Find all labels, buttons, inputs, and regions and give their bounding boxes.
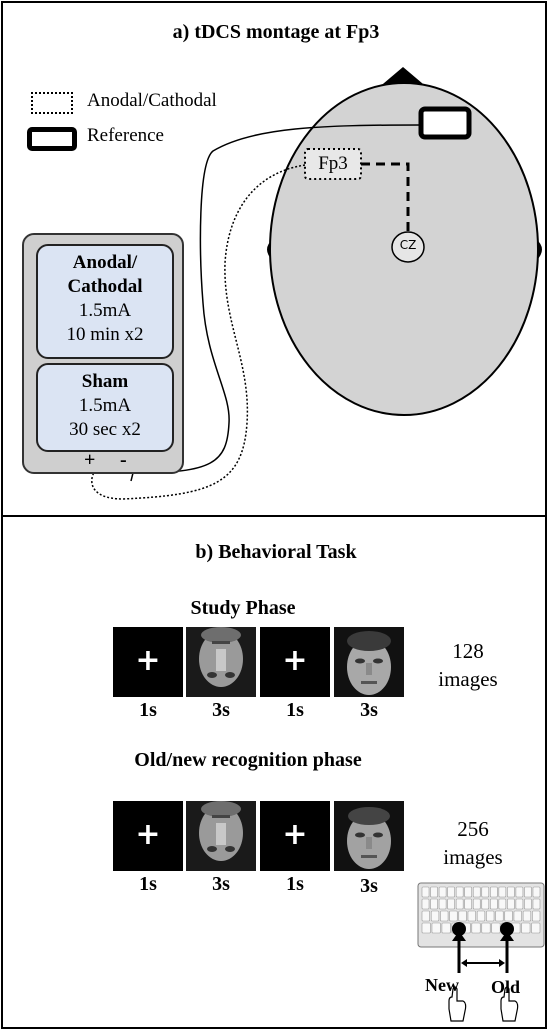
keyboard-response-diagram xyxy=(417,882,545,1022)
upright-face-icon xyxy=(334,627,404,697)
fixation-cross-icon: + xyxy=(135,642,161,678)
sham-current: 1.5mA xyxy=(78,395,132,416)
recognition-image-count: 256 images xyxy=(428,815,518,871)
panel-a-title: a) tDCS montage at Fp3 xyxy=(172,21,380,43)
panel-b-title: b) Behavioral Task xyxy=(195,541,357,563)
study-duration-2: 3s xyxy=(212,699,230,721)
panel-tdcs-montage: a) tDCS montage at Fp3 Anodal/Cathodal R… xyxy=(1,1,547,517)
recognition-duration-1: 1s xyxy=(139,873,157,895)
active-cable xyxy=(91,164,306,500)
study-duration-3: 1s xyxy=(286,699,304,721)
hand-pointer-icon xyxy=(448,986,467,1022)
response-old-label: Old xyxy=(491,977,521,997)
legend-reference-label: Reference xyxy=(87,125,164,146)
minus-terminal: - xyxy=(120,449,127,471)
fixation-cross-icon: + xyxy=(282,816,308,852)
reference-electrode xyxy=(418,106,472,140)
stimulator-device: Anodal/ Cathodal 1.5mA 10 min x2 Sham 1.… xyxy=(22,233,184,474)
study-duration-1: 1s xyxy=(139,699,157,721)
study-fixation-2: + xyxy=(260,627,330,697)
recognition-fixation-1: + xyxy=(113,801,183,871)
inverted-face-icon xyxy=(186,627,256,697)
new-key-marker xyxy=(452,922,466,936)
reference-cable xyxy=(130,124,422,482)
active-title-line1: Anodal/ xyxy=(72,252,138,273)
response-new-label: New xyxy=(425,975,459,995)
recognition-duration-4: 3s xyxy=(360,875,378,897)
active-stimulation-card: Anodal/ Cathodal 1.5mA 10 min x2 xyxy=(36,244,174,359)
study-count-value: 128 xyxy=(452,639,484,663)
legend-anodal-cathodal-label: Anodal/Cathodal xyxy=(87,90,217,111)
recognition-face-inverted xyxy=(186,801,256,871)
plus-terminal: + xyxy=(84,449,96,471)
fp3-label: Fp3 xyxy=(318,153,348,174)
active-current: 1.5mA xyxy=(78,300,132,321)
fixation-cross-icon: + xyxy=(282,642,308,678)
fp3-electrode xyxy=(304,148,362,180)
legend-dotted-box xyxy=(31,92,73,114)
study-count-unit: images xyxy=(438,667,498,691)
recognition-fixation-2: + xyxy=(260,801,330,871)
cz-electrode xyxy=(391,231,425,263)
study-duration-4: 3s xyxy=(360,699,378,721)
active-duration: 10 min x2 xyxy=(66,324,144,345)
sham-stimulation-card: Sham 1.5mA 30 sec x2 xyxy=(36,363,174,452)
active-title-line2: Cathodal xyxy=(67,276,143,297)
study-face-inverted xyxy=(186,627,256,697)
upright-face-icon xyxy=(334,801,404,871)
recognition-phase-title: Old/new recognition phase xyxy=(134,749,362,771)
old-key-marker xyxy=(500,922,514,936)
hand-pointer-icon xyxy=(500,986,519,1022)
study-face-upright xyxy=(334,627,404,697)
panel-behavioral-task: b) Behavioral Task Study Phase + + 1s xyxy=(1,515,547,1029)
inverted-face-icon xyxy=(186,801,256,871)
study-image-count: 128 images xyxy=(423,637,513,693)
recognition-face-upright xyxy=(334,801,404,871)
recognition-duration-2: 3s xyxy=(212,873,230,895)
fixation-cross-icon: + xyxy=(135,816,161,852)
cz-label: CZ xyxy=(399,238,417,252)
recognition-duration-3: 1s xyxy=(286,873,304,895)
sham-title: Sham xyxy=(81,371,129,392)
head-diagram xyxy=(91,67,542,500)
study-phase-title: Study Phase xyxy=(190,597,296,619)
recognition-count-value: 256 xyxy=(457,817,489,841)
study-fixation-1: + xyxy=(113,627,183,697)
sham-duration: 30 sec x2 xyxy=(69,419,141,440)
legend-reference-box xyxy=(27,127,77,151)
recognition-count-unit: images xyxy=(443,845,503,869)
fp3-cz-connector xyxy=(361,162,410,231)
